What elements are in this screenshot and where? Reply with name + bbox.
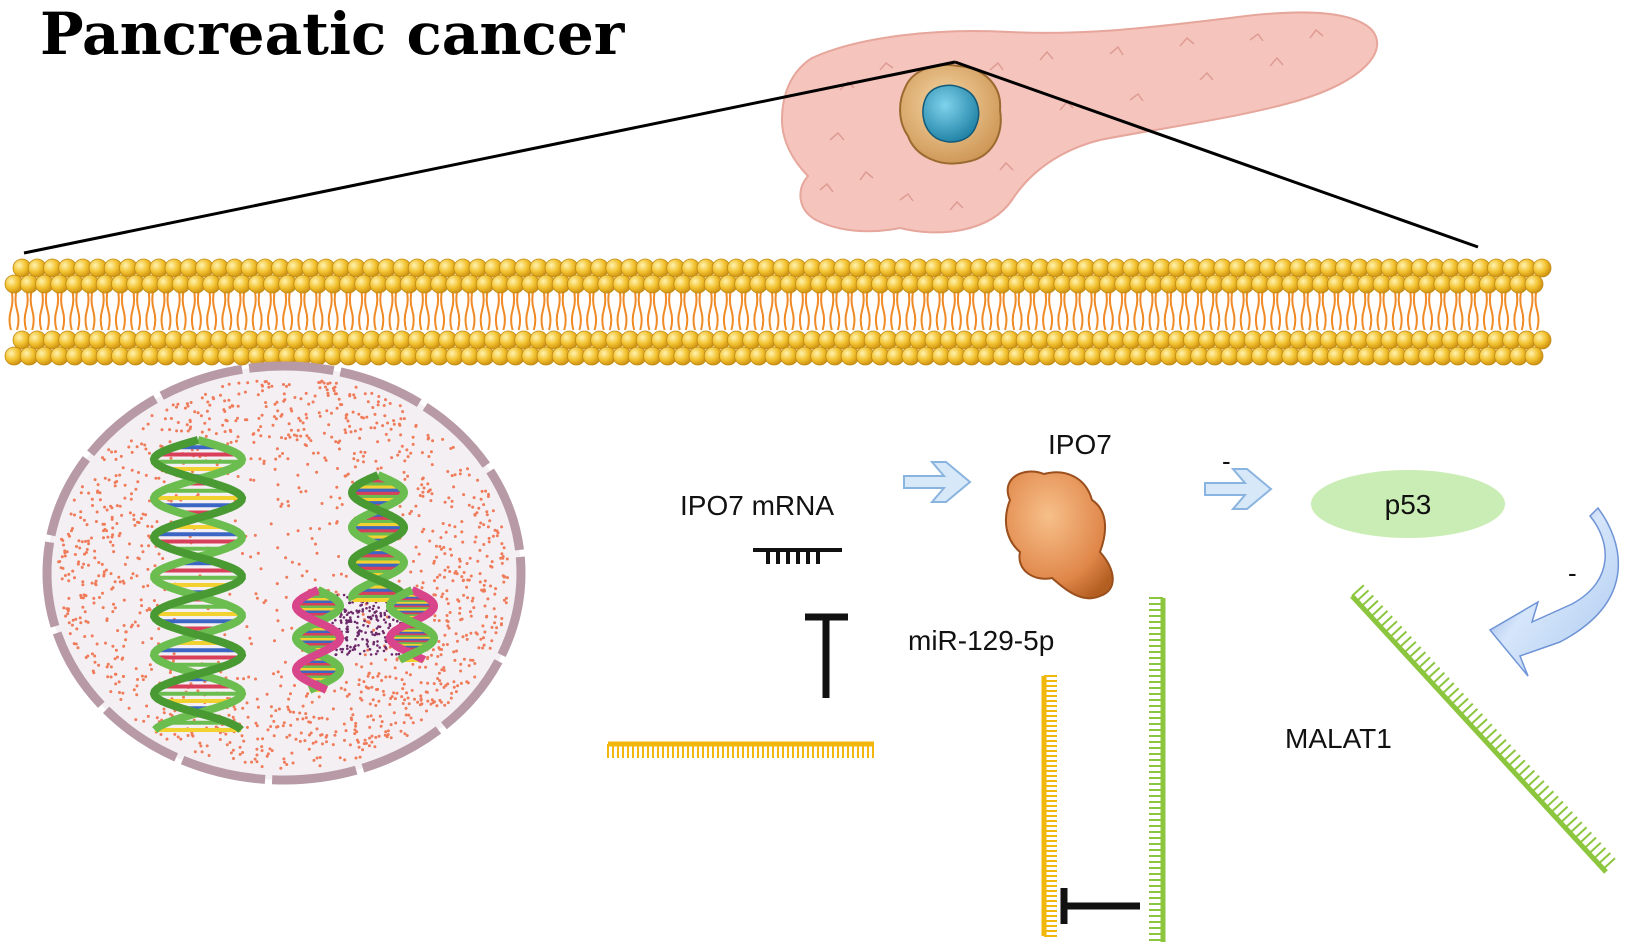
malat1-vertical-strand [1149,597,1166,942]
inhibition-bar-icon [1060,888,1140,924]
ipo7-protein-icon [1004,470,1114,600]
inhibition-bar-icon [805,613,848,698]
nucleus-icon [42,361,526,785]
page-title: Pancreatic cancer [40,0,626,68]
mir-label: miR-129-5p [908,625,1054,656]
ipo7-label: IPO7 [1048,429,1112,460]
tumor-cell-icon [899,64,1002,165]
activation-arrow-icon [903,461,972,503]
cell-membrane-icon [4,258,1552,366]
curved-arrow-icon [1488,506,1620,677]
pancreas-icon [780,11,1379,234]
p53-node: p53 [1311,470,1505,538]
malat1-diagonal-strand [1350,584,1616,874]
ipo7-mrna-label: IPO7 mRNA [680,490,834,521]
zoom-lines [23,60,1479,255]
inhibit-sign: - [1222,446,1231,476]
mirna-horizontal-strand [607,741,874,758]
ipo7-mrna-icon [753,548,842,564]
activation-arrow-icon [1204,468,1273,510]
inhibit-sign: - [1568,558,1577,588]
p53-label: p53 [1385,489,1432,520]
malat1-label: MALAT1 [1285,723,1392,754]
dna-helix-icon [149,436,438,733]
mirna-vertical-strand [1041,675,1057,937]
